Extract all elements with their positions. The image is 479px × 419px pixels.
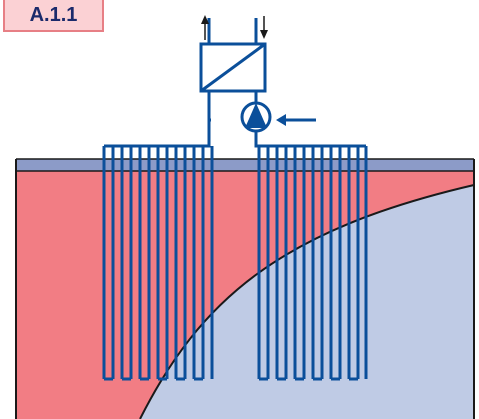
figure-label-text: A.1.1 <box>29 4 78 26</box>
pipe-system <box>102 91 368 381</box>
ground-block <box>15 158 475 419</box>
surface-layer <box>16 159 474 171</box>
ground-cool-zone <box>140 185 474 419</box>
heat-exchanger-icon <box>199 18 267 93</box>
arrow-left-icon <box>276 114 316 126</box>
right-header-pipe <box>254 131 366 148</box>
left-header-pipe <box>104 118 211 148</box>
arrow-up-icon <box>201 15 209 40</box>
right-probe-bank <box>257 146 368 381</box>
left-probe-bank <box>102 146 214 381</box>
figure-label-badge: A.1.1 <box>3 0 104 32</box>
pump-icon <box>240 101 272 133</box>
arrow-down-icon <box>260 16 268 39</box>
